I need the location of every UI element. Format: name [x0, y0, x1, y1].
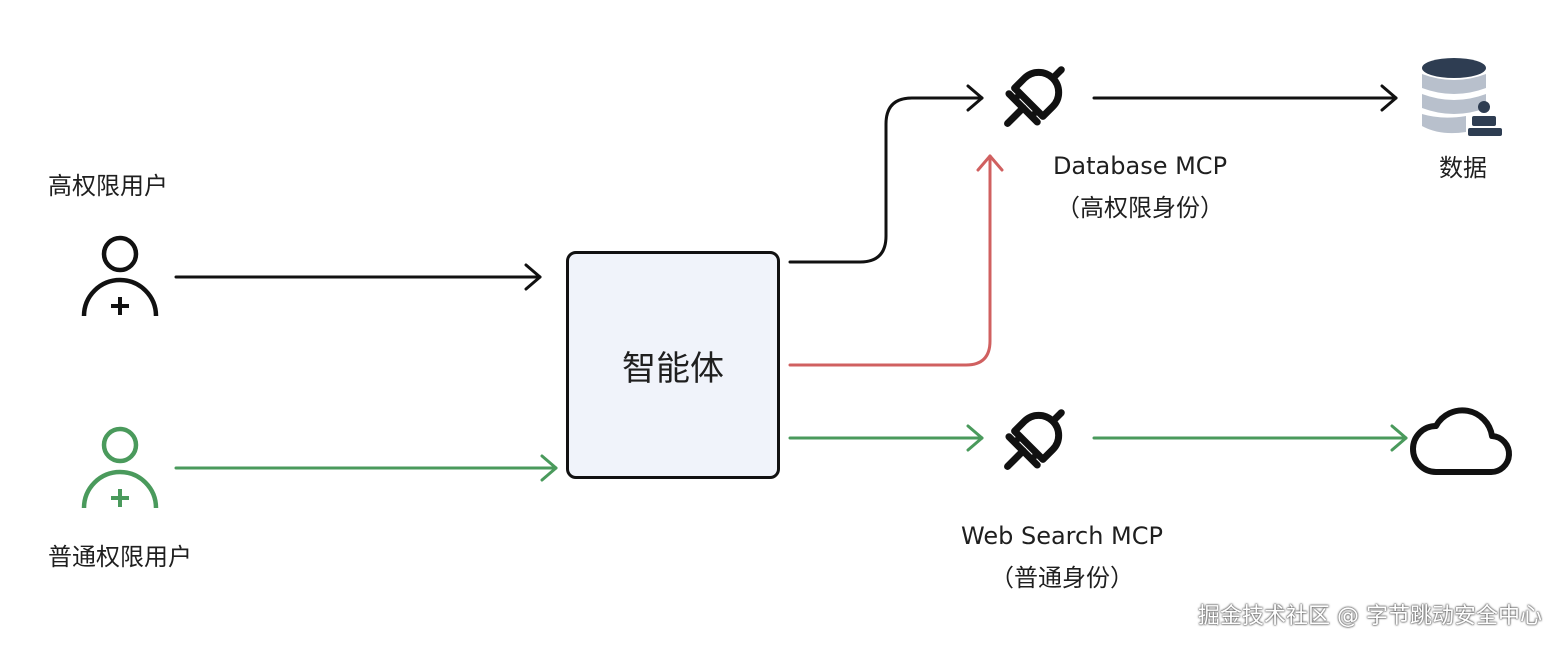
watermark: 掘金技术社区 @ 字节跳动安全中心: [1198, 604, 1542, 629]
agent-node: 智能体: [566, 251, 780, 479]
normal-user-label: 普通权限用户: [48, 543, 192, 571]
web-mcp-identity: （普通身份）: [990, 564, 1134, 592]
arrow-database-mcp-to-data: [1092, 84, 1398, 112]
arrow-normal-user-to-agent: [174, 454, 558, 482]
arrow-agent-to-web-mcp: [788, 424, 984, 452]
high-privilege-user-icon: [81, 235, 159, 317]
data-label: 数据: [1439, 154, 1487, 182]
arrow-web-mcp-to-cloud: [1092, 424, 1408, 452]
database-mcp-plug-icon: [1004, 66, 1065, 127]
database-icon: [1422, 58, 1502, 136]
cloud-icon: [1410, 407, 1513, 476]
arrow-agent-to-database-mcp: [788, 84, 984, 264]
database-mcp-identity: （高权限身份）: [1056, 194, 1224, 222]
web-mcp-name: Web Search MCP: [961, 522, 1163, 550]
normal-user-icon: [81, 426, 159, 509]
web-mcp-plug-icon: [1004, 409, 1065, 470]
arrow-high-user-to-agent: [174, 263, 542, 291]
arrow-agent-to-database-mcp-escalation: [788, 154, 1004, 367]
high-privilege-user-label: 高权限用户: [48, 172, 168, 200]
agent-label: 智能体: [622, 348, 724, 389]
database-mcp-name: Database MCP: [1052, 152, 1228, 180]
